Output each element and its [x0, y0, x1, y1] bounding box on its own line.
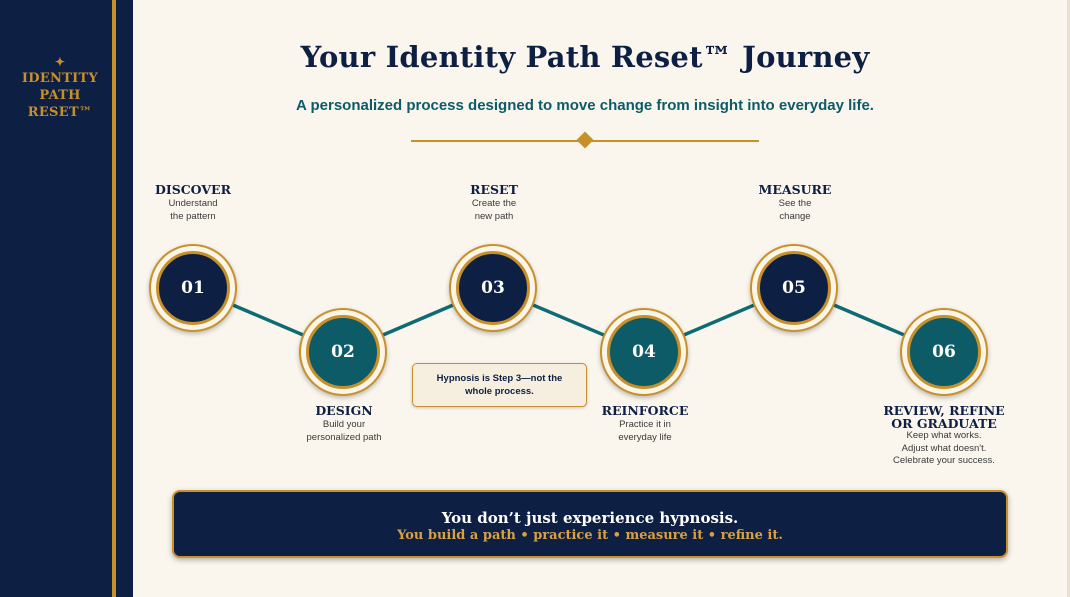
step-description-line: See the: [778, 198, 812, 209]
step-label-review: REVIEW, REFINE OR GRADUATE Keep what wor…: [874, 404, 1014, 468]
step-node-02: 02: [299, 308, 387, 396]
step-title: REINFORCE: [601, 403, 689, 418]
step-description: Build your personalized path: [279, 419, 409, 444]
step-label-reinforce: REINFORCE Practice it in everyday life: [580, 404, 710, 444]
logo-line: RESET™: [27, 105, 93, 120]
step-description-line: Keep what works.: [906, 430, 982, 441]
step-description-line: Adjust what doesn't.: [901, 442, 987, 454]
step-description-line: Create the: [471, 198, 517, 209]
sidebar-gold-rule: [112, 0, 116, 597]
step-label-discover: DISCOVER Understand the pattern: [128, 183, 258, 223]
step-title: DISCOVER: [155, 182, 231, 197]
step-description-line: Understand: [168, 198, 218, 209]
step-title: RESET: [470, 182, 518, 197]
step-node-05: 05: [750, 244, 838, 332]
step-description: Understand the pattern: [128, 198, 258, 223]
step-label-design: DESIGN Build your personalized path: [279, 404, 409, 444]
step-number: 04: [607, 315, 681, 389]
banner-tagline: You build a path • practice it • measure…: [397, 528, 783, 543]
step-description: See the change: [730, 198, 860, 223]
step-description-line: personalized path: [306, 431, 382, 443]
logo-line: PATH: [39, 88, 81, 103]
step-description-line: the pattern: [170, 210, 216, 222]
step-description: Create the new path: [429, 198, 559, 223]
step-description: Practice it in everyday life: [580, 419, 710, 444]
page-subtitle: A personalized process designed to move …: [296, 97, 874, 114]
step-description: Keep what works. Adjust what doesn't. Ce…: [874, 430, 1014, 468]
step-label-reset: RESET Create the new path: [429, 183, 559, 223]
step-number: 01: [156, 251, 230, 325]
step-number: 02: [306, 315, 380, 389]
step-node-03: 03: [449, 244, 537, 332]
step-title-line: REVIEW, REFINE: [883, 403, 1005, 418]
step-node-04: 04: [600, 308, 688, 396]
step-title: DESIGN: [315, 403, 373, 418]
sidebar-inner-band: [116, 0, 133, 597]
sidebar: [0, 0, 112, 597]
page-title: Your Identity Path Reset™ Journey: [300, 40, 870, 74]
step-description-line: change: [779, 210, 811, 222]
step-description-line: Build your: [322, 419, 366, 430]
star-icon: ✦: [54, 55, 66, 69]
step-node-01: 01: [149, 244, 237, 332]
step-title-line: OR GRADUATE: [891, 416, 997, 431]
summary-banner: You don’t just experience hypnosis. You …: [172, 490, 1008, 558]
brand-logo: ✦ IDENTITY PATH RESET™: [8, 56, 112, 121]
step-number: 06: [907, 315, 981, 389]
step-number: 03: [456, 251, 530, 325]
step-description-line: everyday life: [618, 431, 672, 443]
step-number: 05: [757, 251, 831, 325]
step-description-line: Celebrate your success.: [893, 455, 995, 466]
logo-line: IDENTITY: [21, 71, 99, 86]
step-description-line: new path: [474, 210, 514, 222]
step-description-line: Practice it in: [619, 419, 671, 430]
step-label-measure: MEASURE See the change: [730, 183, 860, 223]
hypnosis-callout: Hypnosis is Step 3—not the whole process…: [412, 363, 587, 407]
right-edge: [1067, 0, 1070, 597]
banner-headline: You don’t just experience hypnosis.: [441, 509, 739, 527]
step-title: MEASURE: [758, 182, 832, 197]
step-node-06: 06: [900, 308, 988, 396]
